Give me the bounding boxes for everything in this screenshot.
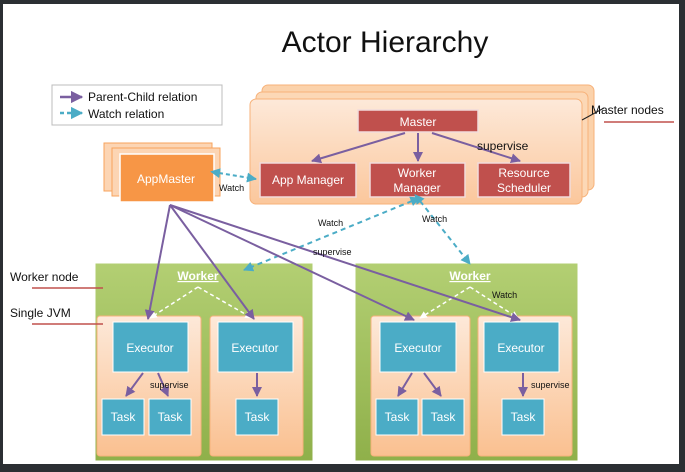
legend: Parent-Child relation Watch relation: [51, 84, 223, 126]
executor-supervise-label-right: supervise: [531, 380, 570, 390]
appmaster-executor-arrows: [144, 204, 521, 322]
legend-watch-label: Watch relation: [88, 107, 164, 121]
single-jvm-label: Single JVM: [10, 306, 71, 320]
executor-2-label: Executor: [231, 341, 278, 355]
task-2: Task: [148, 398, 192, 436]
task-5-label: Task: [431, 410, 457, 424]
executor-3-label: Executor: [394, 341, 441, 355]
appmaster-app-manager-watch-arrow: [210, 168, 257, 183]
worker-manager-label-1: Worker: [398, 166, 436, 180]
executor-4: Executor: [483, 321, 560, 373]
master-label: Master: [400, 115, 437, 129]
resource-scheduler-box: Resource Scheduler: [477, 162, 571, 198]
executor-task-arrows: [125, 372, 528, 397]
appmaster-supervise-label: supervise: [313, 247, 352, 257]
executor-supervise-label-left: supervise: [150, 380, 189, 390]
worker-manager-watch-arrows: [243, 193, 471, 272]
worker-right-title: Worker: [449, 269, 490, 283]
app-manager-label: App Manager: [272, 173, 344, 187]
task-3-label: Task: [245, 410, 271, 424]
task-6-label: Task: [511, 410, 537, 424]
worker-manager-box: Worker Manager: [369, 162, 466, 198]
executor-watch-label: Watch: [492, 290, 517, 300]
appmaster-watch-label: Watch: [219, 183, 244, 193]
task-1-label: Task: [111, 410, 137, 424]
worker-node-label: Worker node: [10, 270, 79, 284]
executor-3: Executor: [379, 321, 457, 373]
diagram-title: Actor Hierarchy: [282, 26, 489, 59]
appmaster-label: AppMaster: [137, 172, 195, 186]
task-4: Task: [375, 398, 419, 436]
watch-label-left: Watch: [318, 218, 343, 228]
master-to-app-manager-arrow: [311, 132, 406, 164]
watch-label-right: Watch: [422, 214, 447, 224]
executor-1-label: Executor: [126, 341, 173, 355]
task-5: Task: [421, 398, 465, 436]
task-4-label: Task: [385, 410, 411, 424]
master-nodes-pointer: [581, 107, 605, 121]
master-supervise-label: supervise: [477, 139, 529, 153]
task-2-label: Task: [158, 410, 184, 424]
task-1: Task: [101, 398, 145, 436]
worker-watch-arrows: [149, 286, 519, 319]
master-to-resource-scheduler-arrow: [431, 132, 521, 164]
appmaster-box: AppMaster: [103, 142, 221, 203]
worker-manager-label-2: Manager: [393, 181, 440, 195]
task-3: Task: [235, 398, 279, 436]
resource-scheduler-label-1: Resource: [498, 166, 550, 180]
executor-2: Executor: [217, 321, 294, 373]
task-6: Task: [501, 398, 545, 436]
worker-left-title: Worker: [177, 269, 218, 283]
legend-parent-child-label: Parent-Child relation: [88, 90, 197, 104]
master-box: Master: [357, 109, 479, 133]
executor-4-label: Executor: [497, 341, 544, 355]
executor-1: Executor: [112, 321, 189, 373]
master-nodes-label: Master nodes: [591, 103, 664, 117]
resource-scheduler-label-2: Scheduler: [497, 181, 551, 195]
app-manager-box: App Manager: [259, 162, 357, 198]
